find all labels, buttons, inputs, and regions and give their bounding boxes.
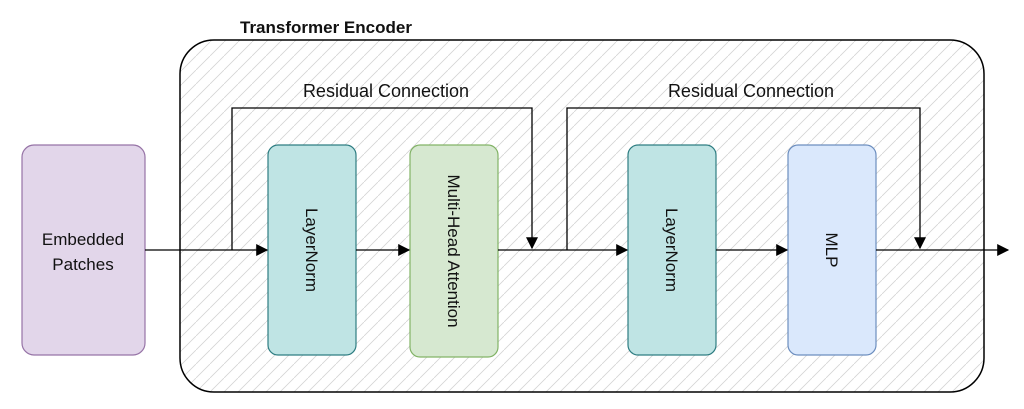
residual-label-1: Residual Connection bbox=[303, 81, 469, 101]
embedded-patches-label-line1: Embedded bbox=[42, 230, 124, 249]
mlp-label: MLP bbox=[822, 233, 841, 268]
embedded-patches-box bbox=[21, 144, 146, 356]
encoder-container bbox=[179, 39, 985, 393]
layernorm-2-label: LayerNorm bbox=[662, 208, 681, 292]
residual-connection-1 bbox=[231, 107, 538, 250]
layernorm-1-label: LayerNorm bbox=[302, 208, 321, 292]
encoder-title: Transformer Encoder bbox=[240, 18, 412, 37]
attention-label: Multi-Head Attention bbox=[444, 174, 463, 327]
residual-label-2: Residual Connection bbox=[668, 81, 834, 101]
embedded-patches-label-line2: Patches bbox=[52, 255, 113, 274]
residual-connection-2 bbox=[566, 107, 926, 250]
